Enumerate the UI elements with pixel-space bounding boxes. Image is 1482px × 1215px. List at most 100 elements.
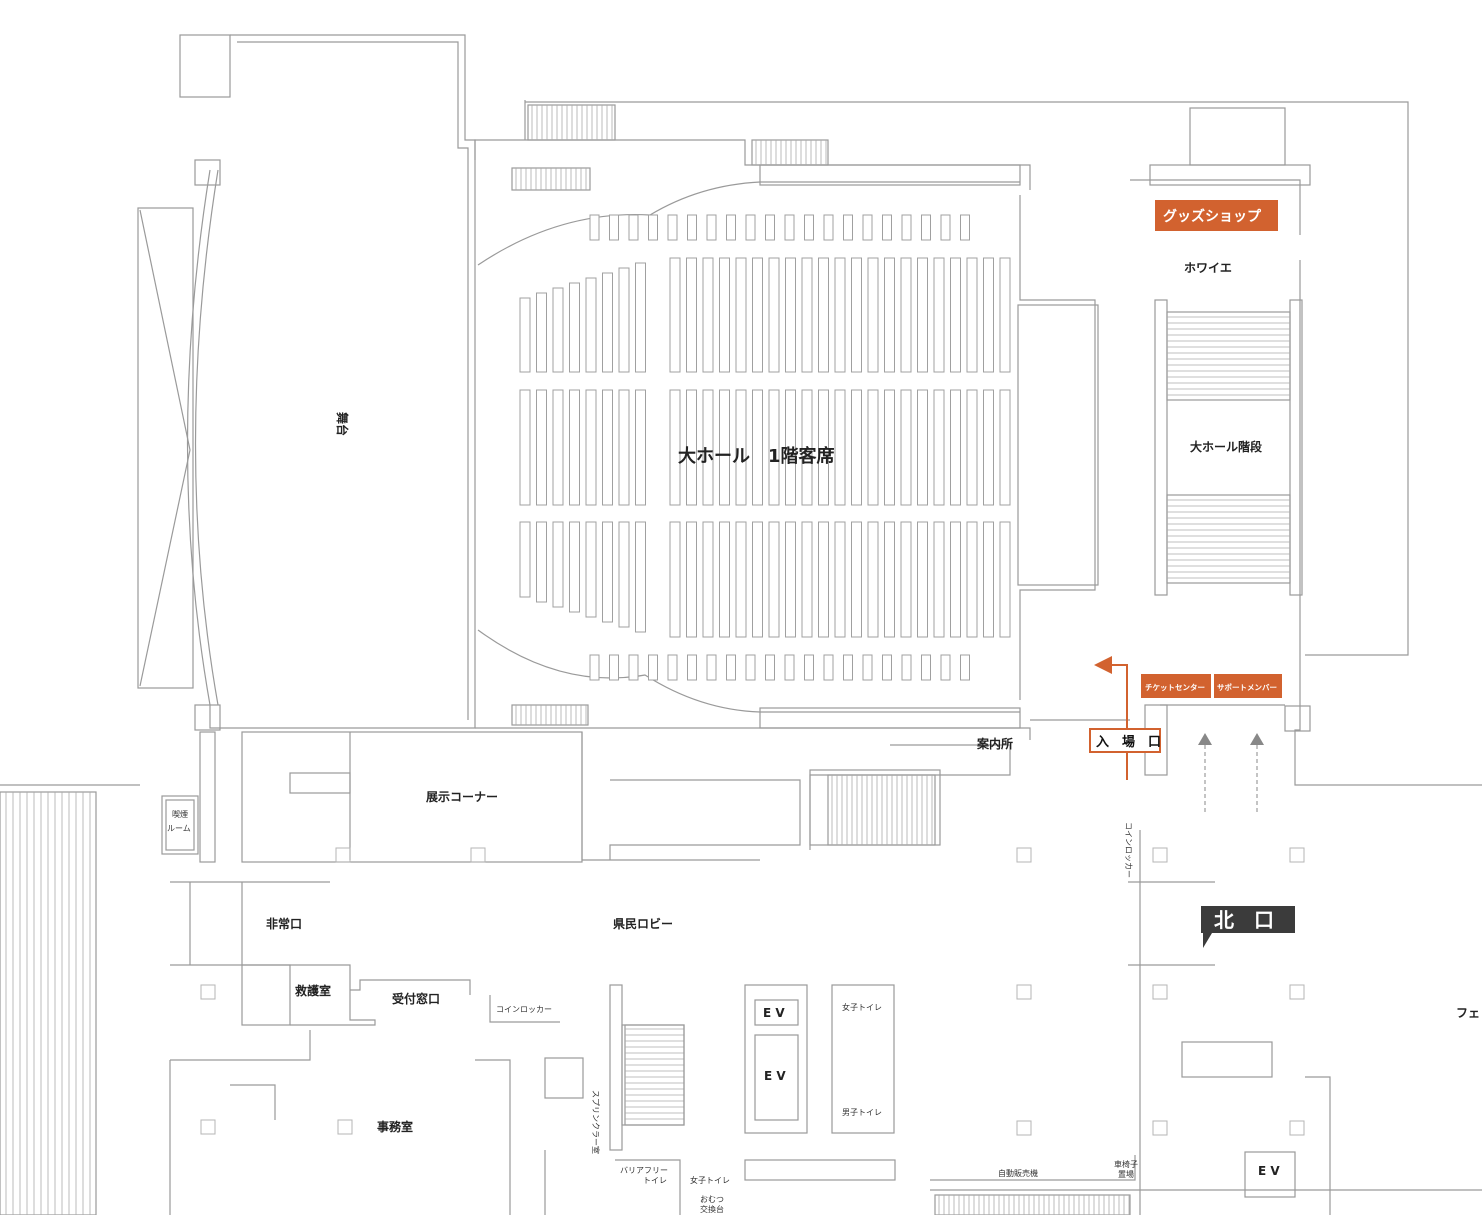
column <box>1289 847 1305 863</box>
seat-row <box>745 214 756 241</box>
seat-row <box>966 257 978 373</box>
seat-row <box>867 521 879 638</box>
seat-row <box>933 389 945 506</box>
seating <box>519 214 1011 681</box>
seat-row <box>552 521 564 608</box>
seat-row <box>999 521 1011 638</box>
seat-row <box>900 521 912 638</box>
seat-row <box>784 214 795 241</box>
seat-row <box>867 389 879 506</box>
entrance-tag[interactable]: 入 場 口 <box>1089 728 1161 753</box>
seat-row <box>726 654 736 681</box>
seat-row <box>882 654 892 681</box>
seat-row <box>862 214 873 241</box>
seat-row <box>884 389 895 506</box>
seat-row <box>882 214 892 241</box>
column <box>335 847 351 863</box>
seat-row <box>843 214 853 241</box>
seat-row <box>669 257 681 373</box>
seat-row <box>834 521 846 638</box>
seat-row <box>917 389 928 506</box>
column <box>1152 847 1168 863</box>
hall-seats-label: 大ホール 1階客席 <box>678 445 835 467</box>
seat-row <box>921 214 931 241</box>
seat-row <box>950 389 961 506</box>
seat-row <box>823 214 834 241</box>
seat-row <box>983 521 994 638</box>
goods-shop-tag[interactable]: グッズショップ <box>1155 200 1278 231</box>
seat-row <box>628 654 639 681</box>
seat-row <box>635 262 646 373</box>
ev-label-3: E V <box>1258 1164 1280 1178</box>
seat-row <box>569 521 580 613</box>
seat-row <box>901 654 912 681</box>
seat-row <box>768 389 780 506</box>
women-toilet-label: 女子トイレ <box>842 1002 882 1012</box>
seat-row <box>818 521 829 638</box>
seat-row <box>686 257 697 373</box>
seat-row <box>752 389 763 506</box>
smoking-room-label-2: ルーム <box>167 824 191 833</box>
seat-row <box>966 521 978 638</box>
svg-text:北 口: 北 口 <box>1214 908 1274 932</box>
seat-row <box>768 521 780 638</box>
seat-row <box>735 389 747 506</box>
seat-row <box>940 654 951 681</box>
seat-row <box>669 521 681 638</box>
seat-row <box>618 521 630 628</box>
ticket-center-tag[interactable]: チケットセンター <box>1141 674 1211 698</box>
reception-label: 受付窓口 <box>392 991 440 1006</box>
svg-text:グッズショップ: グッズショップ <box>1163 208 1262 225</box>
seat-row <box>702 389 714 506</box>
lobby-label: 県民ロビー <box>613 916 673 931</box>
column <box>200 1119 216 1135</box>
seat-row <box>917 257 928 373</box>
seat-row <box>818 389 829 506</box>
stage-walls <box>137 34 476 863</box>
support-member-tag[interactable]: サポートメンバー <box>1214 674 1282 698</box>
barrier-free-toilet-label-2: トイレ <box>643 1176 667 1185</box>
column <box>1152 1120 1168 1136</box>
column <box>1152 984 1168 1000</box>
barrier-free-toilet-label: バリアフリー <box>620 1166 668 1175</box>
seat-row <box>900 389 912 506</box>
column <box>1289 1120 1305 1136</box>
svg-text:チケットセンター: チケットセンター <box>1145 682 1205 692</box>
wheelchair-label: 車椅子 <box>1114 1159 1138 1169</box>
entrance-arrow <box>1094 656 1128 780</box>
emergency-exit-label: 非常口 <box>266 916 302 931</box>
seat-row <box>618 389 630 506</box>
seat-row <box>686 389 697 506</box>
seat-row <box>921 654 931 681</box>
lobby-walls <box>0 731 1482 1215</box>
seat-row <box>884 521 895 638</box>
foyer-stairs <box>511 104 1291 1215</box>
seat-row <box>843 654 853 681</box>
seat-row <box>719 521 730 638</box>
seat-row <box>785 389 796 506</box>
foyer-label: ホワイエ <box>1184 261 1232 275</box>
seat-row <box>823 654 834 681</box>
seat-row <box>702 257 714 373</box>
diaper-label: おむつ <box>700 1195 724 1204</box>
seat-row <box>602 389 613 506</box>
seat-row <box>834 389 846 506</box>
seat-row <box>602 521 613 623</box>
seat-row <box>785 257 796 373</box>
north-exit-tag[interactable]: 北 口 <box>1201 906 1295 948</box>
seat-row <box>851 257 862 373</box>
seat-row <box>706 214 717 241</box>
seat-row <box>589 214 600 241</box>
seat-row <box>960 214 970 241</box>
ev-label-2: E V <box>764 1069 786 1083</box>
smoking-room-label: 喫煙 <box>172 809 188 819</box>
seat-row <box>804 654 814 681</box>
seat-row <box>585 389 597 506</box>
cafe-label: フェ <box>1456 1006 1480 1020</box>
seat-row <box>686 521 697 638</box>
svg-text:サポートメンバー: サポートメンバー <box>1217 682 1277 692</box>
seat-row <box>609 654 619 681</box>
seat-row <box>719 257 730 373</box>
seat-row <box>765 654 775 681</box>
wheelchair-label-2: 置場 <box>1118 1169 1134 1179</box>
